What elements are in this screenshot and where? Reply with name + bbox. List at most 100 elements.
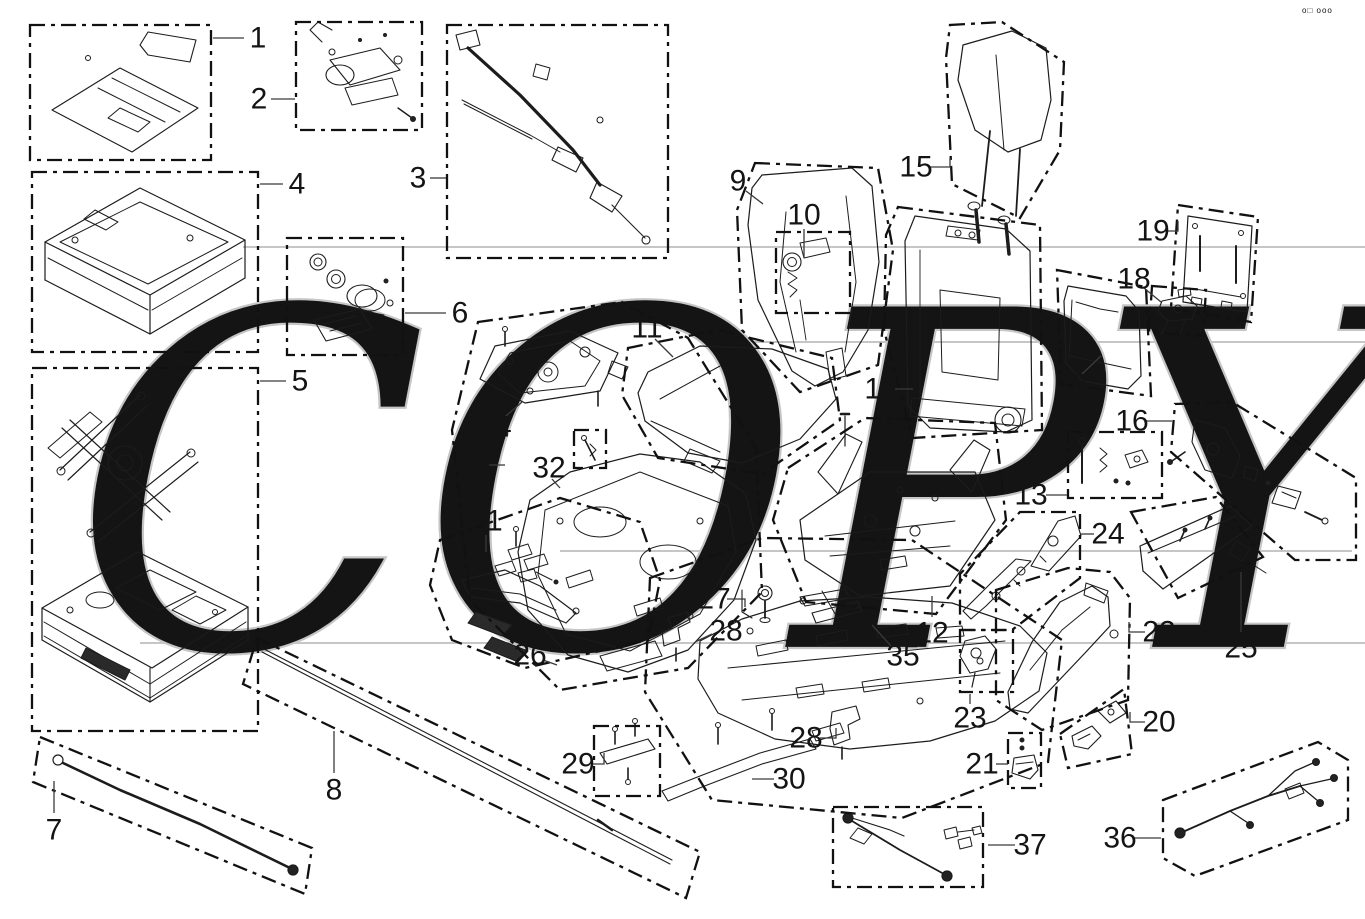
part-sketch-15	[957, 30, 1052, 256]
callout-leader-20	[1129, 712, 1145, 723]
callout-leader-19	[1165, 221, 1179, 232]
callout-27: 27	[697, 583, 730, 616]
part-sketch-25	[1139, 505, 1267, 590]
part-box-19	[1169, 203, 1260, 324]
part-sketch-6	[309, 253, 394, 342]
part-sketch-36	[1174, 758, 1338, 839]
part-box-3	[445, 23, 670, 260]
part-sketch-28a	[661, 611, 691, 662]
callout-16: 16	[1115, 405, 1148, 438]
callout-1: 1	[250, 22, 267, 55]
callout-22: 22	[1142, 616, 1175, 649]
callout-23: 23	[953, 702, 986, 735]
callout-26: 26	[513, 639, 546, 672]
part-box-13	[1066, 430, 1164, 500]
callout-12: 12	[915, 617, 948, 650]
part-box-21	[1006, 731, 1043, 790]
part-box-25	[1129, 495, 1265, 600]
part-box-15	[944, 20, 1066, 220]
part-sketch-4	[44, 187, 246, 335]
part-box-28	[643, 536, 1064, 820]
callout-28a: 28	[709, 615, 742, 648]
part-sketch-17	[1063, 285, 1142, 390]
part-sketch-8	[261, 647, 673, 865]
part-box-12	[771, 416, 1008, 616]
callout-2: 2	[251, 83, 268, 116]
part-box-37	[831, 805, 985, 889]
part-box-5	[30, 366, 260, 733]
part-sketch-12	[799, 412, 996, 597]
part-box-10	[774, 230, 852, 315]
callout-leader-9	[745, 190, 764, 205]
callout-15: 15	[899, 151, 932, 184]
callout-19: 19	[1136, 215, 1169, 248]
part-sketch-1	[51, 31, 199, 153]
part-sketch-2	[309, 21, 416, 122]
callout-10: 10	[787, 199, 820, 232]
part-sketch-3	[455, 29, 651, 245]
part-sketch-5	[41, 391, 249, 703]
part-sketch-9	[747, 167, 880, 387]
callout-28b: 28	[789, 722, 822, 755]
part-sketch-27	[741, 585, 773, 623]
callout-17: 17	[1056, 369, 1089, 402]
callout-18: 18	[1117, 263, 1150, 296]
callout-32: 32	[532, 452, 565, 485]
callout-7: 7	[46, 814, 63, 847]
callout-leader-26	[542, 659, 558, 666]
callout-leader-11	[654, 338, 674, 358]
callout-31: 31	[469, 505, 502, 538]
callout-11: 11	[631, 312, 662, 345]
callout-34: 34	[478, 411, 511, 444]
part-sketch-30	[661, 708, 845, 802]
part-sketch-22	[1007, 582, 1119, 714]
part-sketch-11	[637, 345, 837, 474]
watermark-text: COPY	[70, 212, 1365, 759]
part-box-8	[241, 636, 702, 900]
part-box-20	[1058, 686, 1134, 770]
part-box-7	[31, 735, 314, 896]
part-box-24	[958, 510, 1082, 632]
callout-29: 29	[561, 748, 594, 781]
part-box-1	[28, 23, 213, 162]
callout-25: 25	[1224, 632, 1257, 665]
callout-leader-29	[591, 753, 605, 765]
part-sketch-19	[1182, 215, 1253, 313]
part-sketch-28b	[829, 705, 861, 760]
callout-30: 30	[772, 763, 805, 796]
callout-6: 6	[452, 297, 469, 330]
callout-21: 21	[965, 748, 998, 781]
callout-20: 20	[1142, 706, 1175, 739]
callout-33: 33	[459, 449, 492, 482]
callout-leader-28a	[694, 633, 713, 643]
callout-leader-34	[505, 401, 523, 417]
callout-leader-18	[1143, 287, 1162, 303]
part-box-11	[620, 328, 842, 476]
part-sketch-16	[1167, 419, 1329, 525]
part-box-2	[294, 20, 424, 132]
callout-35: 35	[886, 640, 919, 673]
callout-leader-15	[930, 158, 951, 168]
part-box-17	[1055, 268, 1153, 398]
part-box-36	[1161, 740, 1350, 878]
callout-leader-22	[1128, 622, 1145, 633]
corner-marks: o□ ooo	[1302, 6, 1333, 15]
part-sketch-37	[842, 812, 983, 882]
part-box-29	[592, 724, 662, 798]
part-sketch-34	[479, 326, 629, 407]
part-sketch-32	[517, 453, 757, 673]
part-box-18	[1147, 284, 1208, 338]
callout-leader-32	[551, 478, 561, 489]
part-sketch-32s	[581, 435, 597, 461]
callout-4: 4	[289, 168, 306, 201]
part-sketch-7	[52, 754, 299, 876]
callout-9: 9	[730, 165, 747, 198]
part-sketch-21	[1011, 737, 1039, 780]
callout-3: 3	[410, 162, 427, 195]
part-box-32s	[572, 428, 608, 470]
part-sketch-13	[1078, 437, 1149, 486]
callout-13: 13	[1014, 479, 1047, 512]
callout-5: 5	[292, 365, 309, 398]
part-sketch-29	[599, 718, 656, 785]
